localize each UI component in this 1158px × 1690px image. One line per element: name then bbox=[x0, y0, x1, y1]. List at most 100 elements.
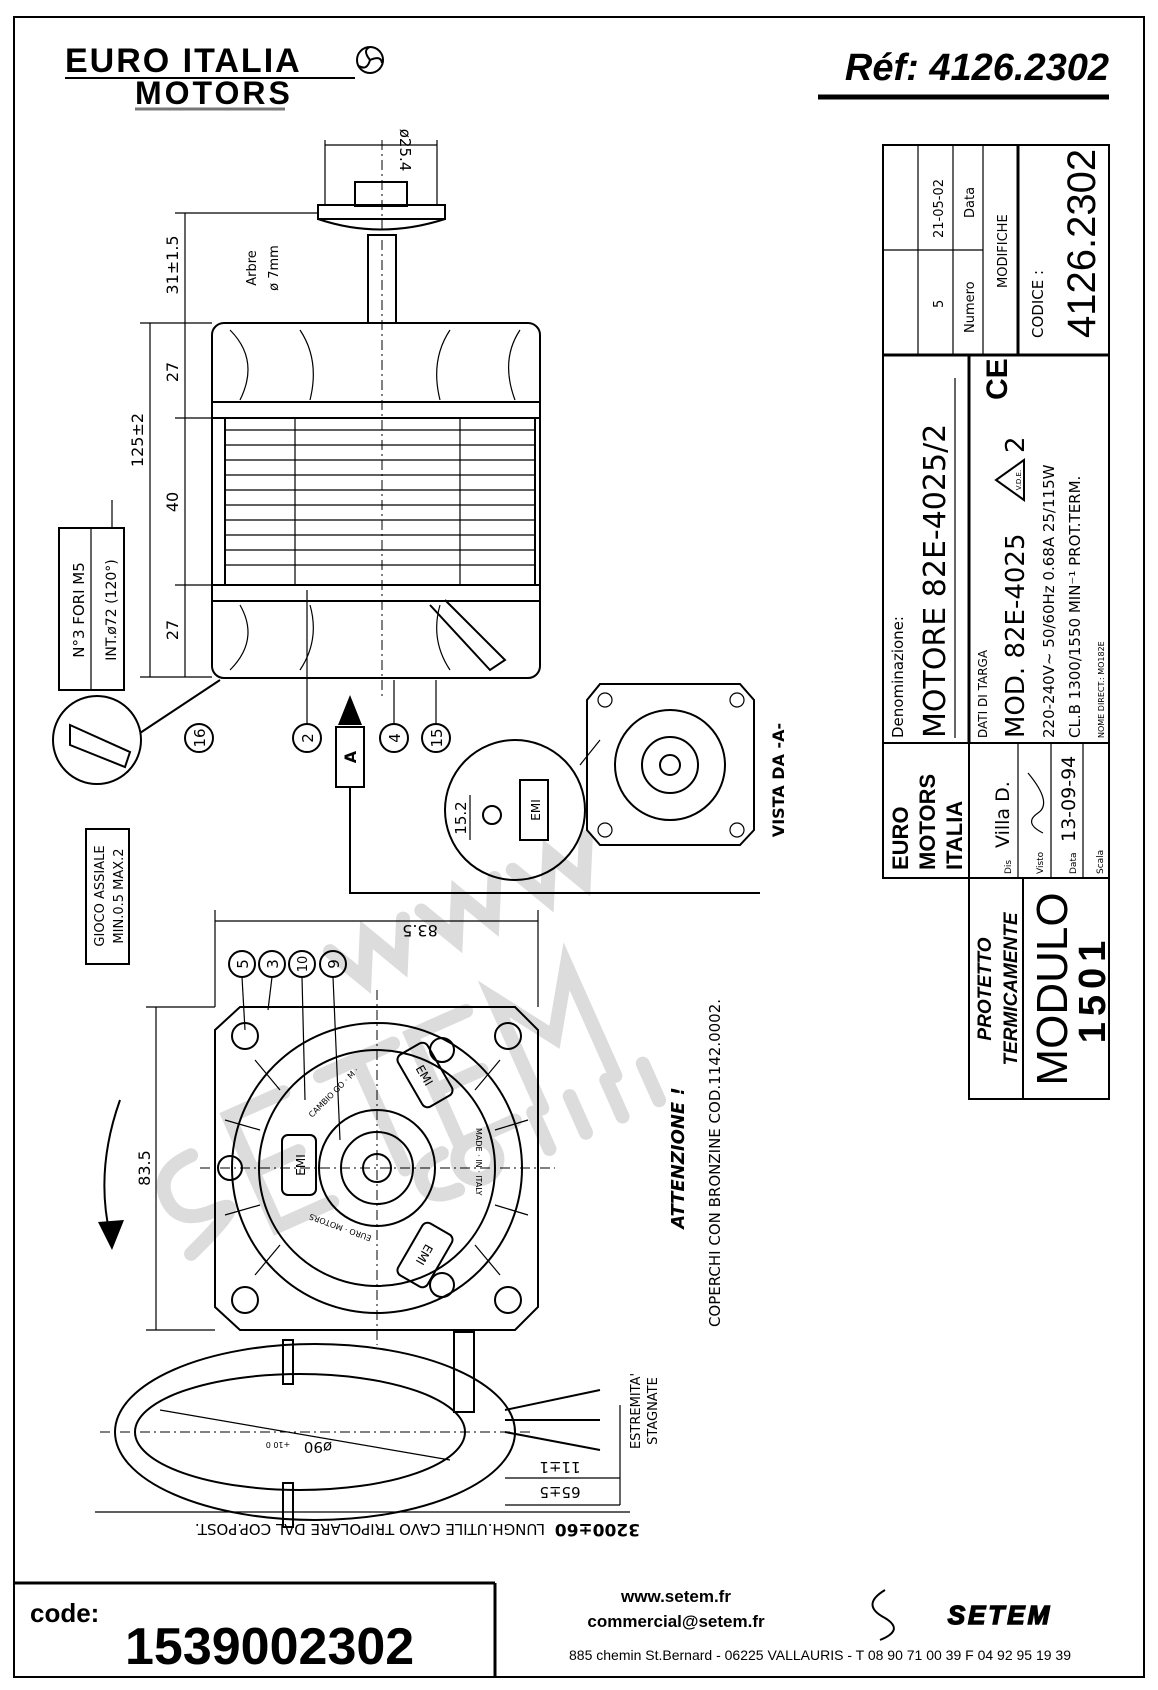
view-arrow-icon bbox=[338, 695, 362, 725]
drawn-by: Villa D. bbox=[992, 781, 1014, 848]
axial-play-line-2: MIN.0.5 MAX.2 bbox=[112, 848, 127, 943]
tinned-ends-line-1: ESTREMITA' bbox=[629, 1373, 644, 1449]
loop-diameter-label: ø90 bbox=[304, 1438, 332, 1456]
callout-16-label: 16 bbox=[191, 728, 209, 747]
callout-2-label: 2 bbox=[299, 733, 317, 743]
detail-dim-label: 15.2 bbox=[452, 801, 470, 834]
cable-drawing: ø90 +10 0 ESTREMITA' STAGNATE 11±1 65±5 … bbox=[95, 1331, 661, 1539]
cable-note: LUNGH.UTILE CAVO TRIPOLARE DAL COP.POST. bbox=[195, 1520, 545, 1538]
modulo-number: 1501 bbox=[1072, 935, 1114, 1044]
cable-length-label: 3200±60 bbox=[555, 1519, 640, 1539]
shaft-label: Arbre bbox=[245, 250, 260, 286]
drawing-date: 13-09-94 bbox=[1058, 756, 1080, 842]
stator-laminations bbox=[225, 418, 535, 585]
sheet-border bbox=[13, 16, 1145, 1678]
checked-label: Visto bbox=[1036, 851, 1046, 874]
revision-number: 5 bbox=[932, 300, 947, 308]
watermark bbox=[156, 830, 667, 1261]
reference-number: Réf: 4126.2302 bbox=[845, 47, 1109, 89]
logo-euro: EURO bbox=[888, 806, 913, 870]
view-a-detail: EMI 15.2 VISTA DA -A- bbox=[444, 683, 788, 881]
brand-line-1: EURO ITALIA bbox=[65, 42, 302, 80]
setem-logo: SETEM bbox=[871, 1589, 1053, 1641]
sheath-length-label: 65±5 bbox=[539, 1483, 580, 1501]
tinned-ends-line-2: STAGNATE bbox=[646, 1377, 661, 1445]
revision-date: 21-05-02 bbox=[932, 179, 947, 238]
data-label: Data bbox=[963, 187, 978, 218]
fan-icon bbox=[356, 46, 384, 74]
title-block-logo: EURO MOTORS ITALIA bbox=[888, 774, 967, 870]
notice-text: COPERCHI CON BRONZINE COD.1142.0002. bbox=[706, 999, 724, 1327]
ring-text-3: EURO · MOTORS bbox=[308, 1212, 373, 1243]
denomination-label: Denominazione: bbox=[889, 616, 907, 738]
signature bbox=[1027, 772, 1045, 834]
dim-lower: 27 bbox=[163, 620, 182, 640]
plate-label: DATI DI TARGA bbox=[976, 649, 990, 738]
setem-logo-text: SETEM bbox=[948, 1600, 1053, 1630]
vde-mark: V.D.E. bbox=[994, 458, 1025, 502]
company-address: 885 chemin St.Bernard - 06225 VALLAURIS … bbox=[569, 1647, 1071, 1663]
logo-italia: ITALIA bbox=[942, 801, 967, 870]
callout-4-label: 4 bbox=[386, 733, 404, 743]
model-class: 2 bbox=[1001, 436, 1031, 453]
vde-mark-text: V.D.E. bbox=[1015, 470, 1023, 490]
protection-line-1: PROTETTO bbox=[975, 937, 996, 1040]
view-marker-label: A bbox=[341, 750, 360, 763]
website-link[interactable]: www.setem.fr bbox=[620, 1587, 731, 1606]
date-label: Data bbox=[1069, 853, 1079, 875]
callout-5-label: 5 bbox=[234, 959, 252, 969]
detail-emi-label: EMI bbox=[529, 799, 543, 820]
emi-label-left: EMI bbox=[281, 1134, 317, 1196]
drawn-label: Dis bbox=[1004, 860, 1014, 874]
hole-detail bbox=[52, 695, 142, 785]
motor-side-view: ø25.4 31±1.5 27 40 27 125±2 Arbre ø 7mm bbox=[52, 129, 760, 894]
code-label: code: bbox=[30, 1598, 99, 1628]
speed-rating: CL.B 1300/1550 MIN⁻¹ PROT.TERM. bbox=[1066, 476, 1084, 738]
numero-label: Numero bbox=[963, 281, 978, 333]
codice: 4126.2302 bbox=[1060, 149, 1104, 338]
model: MOD. 82E-4025 bbox=[1001, 533, 1031, 738]
callout-4: 4 bbox=[379, 723, 409, 753]
callout-10-label: 10 bbox=[296, 956, 311, 973]
callout-9-label: 9 bbox=[325, 959, 343, 969]
dim-shaft-length: 31±1.5 bbox=[163, 235, 182, 294]
dim-upper: 27 bbox=[163, 362, 182, 382]
direct-name: NOME DIRECT.: MO182E bbox=[1097, 641, 1106, 738]
thermal-protection-box: PROTETTO TERMICAMENTE MODULO 1501 bbox=[968, 877, 1114, 1100]
callout-10: 10 bbox=[288, 950, 316, 978]
ce-mark: CE bbox=[981, 358, 1014, 400]
brand-line-2: MOTORS bbox=[135, 75, 293, 111]
front-width-label: 83.5 bbox=[402, 921, 438, 940]
front-height-label: 83.5 bbox=[135, 1150, 154, 1186]
callout-15: 15 bbox=[421, 723, 451, 753]
title-block: EURO MOTORS ITALIA Dis Villa D. Visto Da… bbox=[882, 144, 1110, 879]
notice-title: ATTENZIONE ! bbox=[668, 1087, 689, 1230]
hub-diameter-label: ø25.4 bbox=[396, 129, 414, 172]
callout-2: 2 bbox=[292, 723, 322, 753]
callout-16: 16 bbox=[184, 723, 214, 753]
emi-bottom-text: EMI bbox=[413, 1242, 436, 1268]
holes-note-1: N°3 FORI M5 bbox=[70, 562, 88, 658]
callout-5: 5 bbox=[228, 950, 256, 978]
ring-text-2: MADE · IN · ITALY bbox=[474, 1128, 483, 1196]
email-link[interactable]: commercial@setem.fr bbox=[587, 1612, 765, 1631]
holes-note-2: INT.ø72 (120°) bbox=[104, 559, 120, 660]
loop-tolerance-label: +10 0 bbox=[266, 1440, 291, 1449]
codice-label: CODICE : bbox=[1029, 270, 1047, 338]
product-code: 1539002302 bbox=[125, 1618, 414, 1676]
modulo-label: MODULO bbox=[1028, 892, 1077, 1085]
shaft-diameter: ø 7mm bbox=[267, 245, 282, 291]
emi-label-bottom: EMI bbox=[396, 1221, 454, 1289]
emi-left-text: EMI bbox=[294, 1154, 308, 1175]
strip-length-label: 11±1 bbox=[539, 1458, 580, 1476]
callout-15-label: 15 bbox=[428, 728, 446, 747]
callout-3-label: 3 bbox=[264, 959, 282, 969]
logo-motors: MOTORS bbox=[915, 774, 940, 870]
dim-total-length: 125±2 bbox=[128, 413, 147, 467]
denomination: MOTORE 82E-4025/2 bbox=[918, 424, 953, 738]
callout-3: 3 bbox=[258, 950, 286, 978]
euro-italia-motors-logo: EURO ITALIA MOTORS bbox=[65, 42, 355, 111]
scale-label: Scala bbox=[1096, 850, 1106, 874]
axial-play-line-1: GIOCO ASSIALE bbox=[93, 845, 108, 946]
